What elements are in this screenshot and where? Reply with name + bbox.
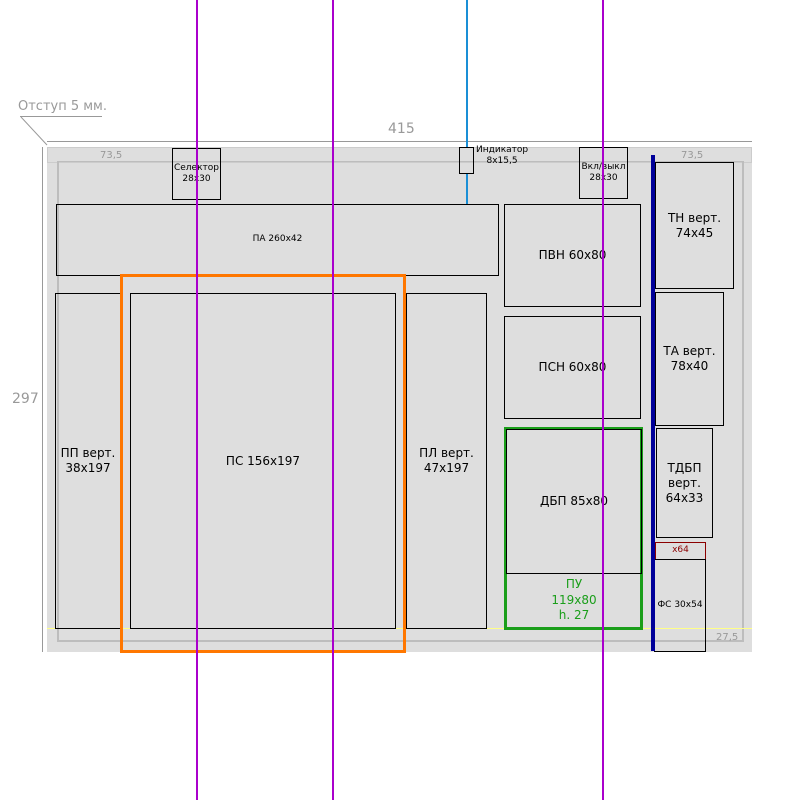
blue-guide-line [466,0,468,147]
height-dimension-line [42,147,43,652]
height-label: 297 [12,391,39,407]
tn-block: ТН верт. 74x45 [655,162,734,289]
top-strip [47,147,752,163]
top-right-offset: 73,5 [681,150,704,161]
margin-label: Отступ 5 мм. [18,99,108,114]
dbp-block: ДБП 85x80 [506,429,642,574]
indicator-block [459,147,474,174]
yellow-line [47,628,752,629]
width-dimension-line [47,141,752,142]
pu-label: ПУ 119x80 h. 27 [551,577,597,623]
psn-block: ПСН 60x80 [504,316,641,419]
blue-guide-line-lower [466,174,468,204]
orange-frame [120,274,406,653]
pl-block: ПЛ верт. 47x197 [406,293,487,629]
top-left-offset: 73,5 [100,150,123,161]
fs-block: ФС 30x54 [654,559,706,652]
bottom-right-offset: 27,5 [716,632,739,643]
purple-guide-line-3 [602,0,604,800]
purple-guide-line-1 [196,0,198,800]
width-label: 415 [388,121,415,137]
x64-label: x64 [655,542,706,560]
pvn-block: ПВН 60x80 [504,204,641,307]
navy-guide-line [651,155,655,651]
inner-frame [57,161,744,642]
tdbp-block: ТДБП верт. 64x33 [656,428,713,538]
pa-block: ПА 260x42 [56,204,499,276]
pp-block: ПП верт. 38x197 [55,293,121,629]
ps-block: ПС 156x197 [130,293,396,629]
margin-underline [20,116,102,117]
ta-block: ТА верт. 78x40 [655,292,724,426]
sheet [47,147,752,652]
indicator-label: Индикатор 8x15,5 [476,145,529,166]
purple-guide-line-2 [332,0,334,800]
